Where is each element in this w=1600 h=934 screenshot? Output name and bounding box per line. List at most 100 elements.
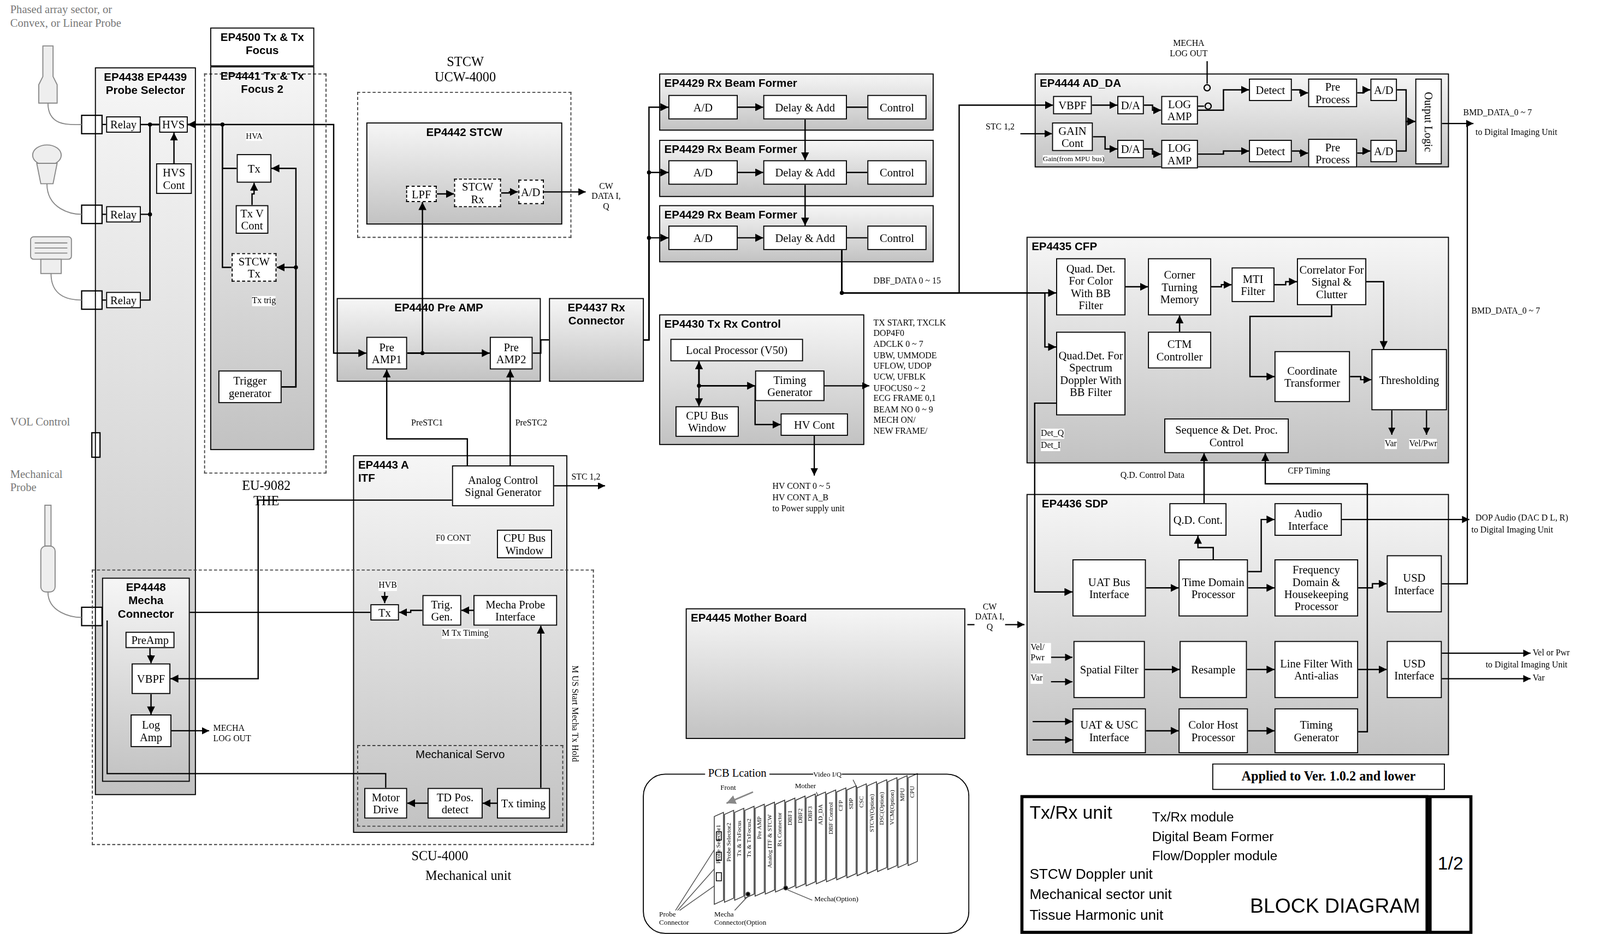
pcb-board bbox=[816, 791, 826, 884]
block-label: Corner Turning Memory bbox=[1150, 268, 1210, 306]
block-box: Delay & Add bbox=[763, 225, 847, 251]
block-box: UAT & USC Interface bbox=[1072, 708, 1147, 754]
block-box: Detect bbox=[1248, 139, 1292, 163]
panel-heading: EP4429 Rx Beam Former bbox=[660, 74, 933, 92]
block-label: USD Interface bbox=[1388, 656, 1440, 682]
block-box: Control bbox=[867, 95, 927, 120]
block-box: A/D bbox=[1370, 139, 1398, 163]
wire bbox=[1440, 677, 1531, 679]
signal-connector bbox=[150, 648, 152, 664]
block-label: UAT Bus Interface bbox=[1074, 575, 1145, 601]
signal-label: Mother bbox=[795, 782, 817, 791]
pcb-board bbox=[897, 775, 908, 868]
board-name: Analog ITF & STCW bbox=[766, 814, 773, 868]
signal-label: HV CONT 0 ~ 5 bbox=[772, 481, 831, 492]
block-box: A/D bbox=[668, 95, 738, 120]
block-label: A/D bbox=[693, 166, 713, 179]
signal-label: HV CONT A_B bbox=[772, 493, 829, 503]
block-box: Applied to Ver. 1.0.2 and lower bbox=[1212, 763, 1445, 791]
wire bbox=[1340, 518, 1469, 520]
block-label: Pre AMP2 bbox=[492, 340, 531, 366]
wire bbox=[190, 611, 371, 613]
signal-connector bbox=[399, 609, 423, 613]
phased-probe bbox=[38, 45, 58, 104]
block-label: Control bbox=[879, 101, 915, 114]
wire bbox=[823, 384, 870, 387]
block-box: Trigger generator bbox=[218, 370, 282, 404]
block-box: Pre AMP1 bbox=[366, 336, 408, 370]
panel-shade bbox=[659, 314, 865, 446]
signal-connector bbox=[1091, 104, 1118, 106]
block-label: Delay & Add bbox=[774, 231, 835, 245]
block-box: Coordinate Transformer bbox=[1274, 351, 1350, 402]
linear-probe bbox=[34, 243, 68, 254]
signal-connector bbox=[643, 107, 669, 340]
signal-label: BEAM NO 0 ~ 9 bbox=[873, 405, 934, 416]
wire bbox=[1051, 680, 1073, 683]
block-label: Thresholding bbox=[1379, 373, 1440, 387]
block-label: Control bbox=[879, 231, 915, 245]
probe-cable bbox=[46, 183, 82, 215]
signal-connector bbox=[1198, 535, 1214, 560]
block-label: A/D bbox=[693, 231, 713, 245]
signal-label: BMD_DATA_0 ~ 7 bbox=[1471, 306, 1541, 317]
probe-connector bbox=[81, 291, 102, 310]
connector-mark bbox=[745, 891, 750, 896]
mechanical-probe bbox=[44, 505, 51, 547]
block-box: MTI Filter bbox=[1231, 267, 1274, 303]
probe-cable bbox=[50, 273, 82, 301]
panel-heading: EP4440 Pre AMP bbox=[338, 298, 541, 317]
signal-label: MECHA LOG OUT bbox=[213, 723, 255, 744]
block-box: USD Interface bbox=[1386, 555, 1442, 613]
block-label: Delay & Add bbox=[774, 101, 835, 114]
board-name: DSC(Option) bbox=[878, 791, 886, 825]
pcb-board bbox=[826, 789, 837, 882]
signal-label: STC 1,2 bbox=[571, 472, 601, 483]
signal-connector bbox=[187, 124, 237, 169]
switch-contact bbox=[1204, 84, 1211, 91]
signal-connector bbox=[842, 104, 1054, 293]
block-label: Tx bbox=[378, 606, 391, 619]
block-label: Motor Drive bbox=[366, 790, 406, 816]
signal-label: Video I/Q bbox=[813, 771, 842, 780]
block-box: Audio Interface bbox=[1274, 502, 1342, 536]
signal-connector bbox=[1178, 315, 1181, 332]
block-box: UAT Bus Interface bbox=[1072, 559, 1147, 617]
block-box: Delay & Add bbox=[763, 160, 847, 185]
block-box: Pre Process bbox=[1308, 138, 1358, 168]
block-label: USD Interface bbox=[1388, 571, 1440, 596]
block-box: Frequency Domain & Housekeeping Processo… bbox=[1274, 559, 1359, 617]
panel-heading: EP4448 Mecha Connector bbox=[103, 578, 189, 623]
signal-label: PreSTC2 bbox=[515, 418, 548, 429]
signal-connector bbox=[140, 124, 160, 300]
panel-heading: EP4441 Tx & Tx Focus 2 bbox=[211, 67, 314, 99]
wire bbox=[1440, 652, 1531, 654]
signal-label: NEW FRAME/ bbox=[873, 426, 928, 437]
signal-connector bbox=[1349, 376, 1372, 381]
board-panel: EP4440 Pre AMP Pre AMP1 Pre AMP2 bbox=[336, 298, 542, 382]
block-box: Timing Generator bbox=[755, 370, 825, 401]
panel-shade bbox=[659, 73, 934, 132]
block-box: Q.D. Cont. bbox=[1169, 502, 1227, 536]
panel-heading: EP4500 Tx & Tx Focus bbox=[211, 28, 314, 60]
block-box: Control bbox=[867, 225, 927, 251]
panel-heading: EP4435 CFP bbox=[1027, 237, 1449, 256]
signal-connector bbox=[1246, 668, 1274, 671]
convex-probe bbox=[36, 163, 57, 184]
block-label: Pre Process bbox=[1310, 140, 1355, 166]
pcb-board bbox=[744, 806, 755, 898]
block-box: Relay bbox=[105, 205, 141, 223]
pcb-board bbox=[755, 803, 765, 896]
signal-connector bbox=[737, 172, 764, 174]
block-box: Tx bbox=[370, 603, 399, 621]
signal-connector bbox=[173, 132, 175, 164]
board-panel: EP4429 Rx Beam FormerA/D Delay & Add Contr… bbox=[659, 73, 934, 132]
panel-heading: STCW UCW-4000 bbox=[429, 55, 502, 86]
signal-connector bbox=[1358, 583, 1387, 588]
panel-heading: Tissue Harmonic unit bbox=[1029, 905, 1164, 923]
block-label: Correlator For Signal & Clutter bbox=[1299, 263, 1365, 301]
block-box: Quad. Det. For Color With BB Filter bbox=[1056, 258, 1126, 316]
block-box: Color Host Processor bbox=[1178, 708, 1248, 754]
block-box: Relay bbox=[105, 116, 141, 133]
leader-line bbox=[675, 844, 718, 911]
